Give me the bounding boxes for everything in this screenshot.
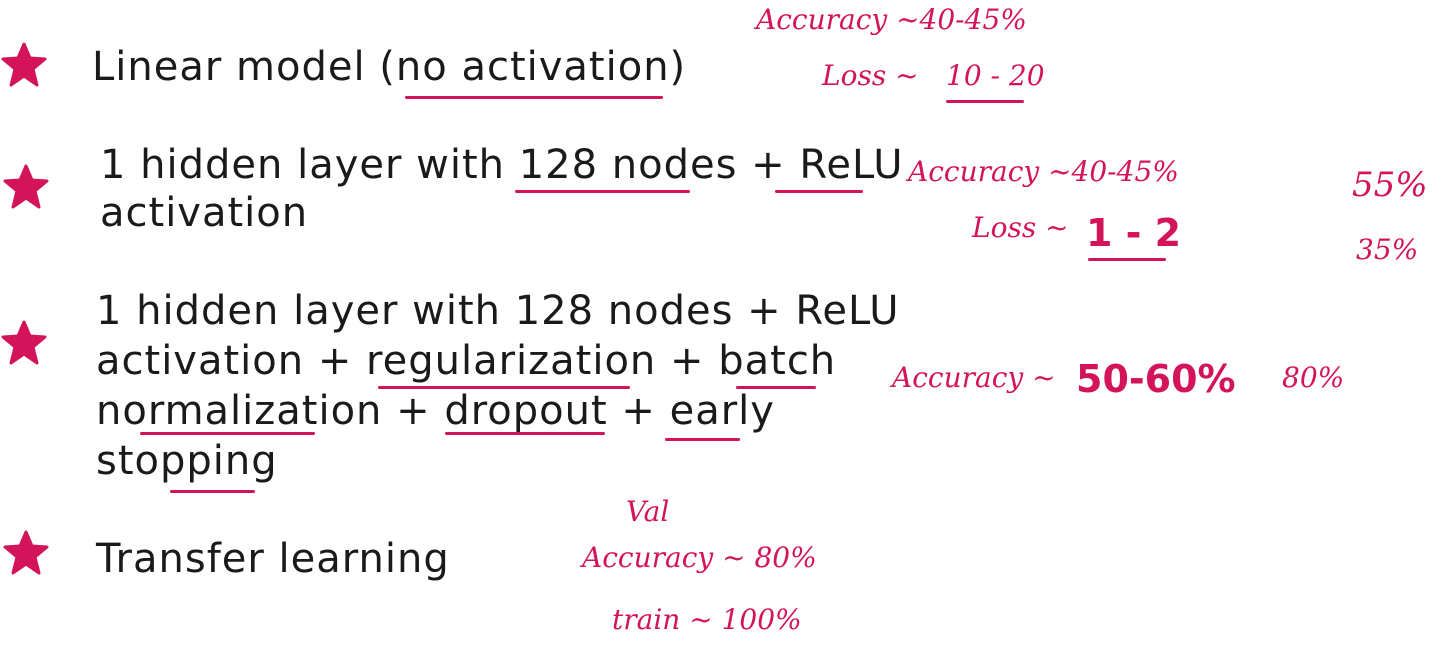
underline-mark	[736, 386, 816, 389]
underline-mark	[1088, 258, 1166, 261]
item-3-side-note: 80%	[1282, 361, 1345, 394]
underline-mark	[170, 490, 255, 493]
item-1-loss-value: 10 - 20	[946, 59, 1045, 92]
star-bullet-icon	[3, 530, 49, 575]
item-2-text-line-1: 1 hidden layer with 128 nodes + ReLU	[100, 142, 904, 188]
underline-mark	[515, 190, 690, 193]
star-bullet-icon	[1, 320, 47, 365]
underline-mark	[775, 190, 863, 193]
item-2-side-note-2: 35%	[1356, 233, 1419, 266]
item-3-text-line-4: stopping	[96, 438, 278, 484]
item-4-val-label: Val	[626, 495, 670, 528]
item-1-text: Linear model (no activation)	[92, 44, 687, 90]
item-1-loss-label: Loss ~	[822, 59, 919, 92]
item-4-text: Transfer learning	[96, 536, 450, 582]
item-2-side-note-1: 55%	[1352, 165, 1428, 205]
item-2-loss-value: 1 - 2	[1086, 211, 1182, 255]
star-bullet-icon	[3, 164, 49, 209]
underline-mark	[405, 96, 663, 99]
item-3-accuracy-label: Accuracy ~	[892, 361, 1056, 394]
item-2-text-line-2: activation	[100, 190, 309, 236]
item-3-accuracy-value: 50-60%	[1076, 357, 1236, 401]
item-2-accuracy: Accuracy ~40-45%	[908, 155, 1179, 188]
item-2-loss-label: Loss ~	[972, 211, 1069, 244]
underline-mark	[946, 100, 1024, 103]
item-4-accuracy: Accuracy ~ 80%	[582, 541, 817, 574]
item-3-text-line-1: 1 hidden layer with 128 nodes + ReLU	[96, 288, 900, 334]
item-3-text-line-3: normalization + dropout + early	[96, 388, 775, 434]
item-3-text-line-2: activation + regularization + batch	[96, 338, 837, 384]
item-1-accuracy: Accuracy ~40-45%	[756, 3, 1027, 36]
underline-mark	[140, 432, 315, 435]
underline-mark	[445, 432, 605, 435]
star-bullet-icon	[1, 42, 47, 87]
item-4-train: train ~ 100%	[612, 603, 802, 636]
underline-mark	[378, 386, 630, 389]
underline-mark	[665, 438, 740, 441]
